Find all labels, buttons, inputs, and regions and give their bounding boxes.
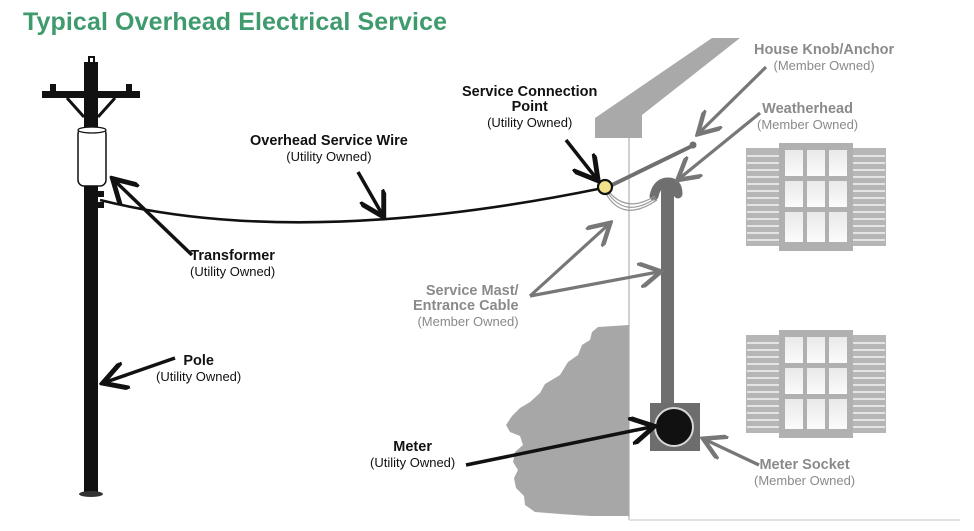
label-house-knob-name: House Knob/Anchor xyxy=(754,42,895,58)
arrow-pole xyxy=(106,356,176,382)
label-weatherhead-name: Weatherhead xyxy=(762,101,853,117)
transformer xyxy=(77,126,107,187)
label-pole-name: Pole xyxy=(183,353,214,369)
label-connection-point-owner: (Utility Owned) xyxy=(487,115,573,130)
arrow-house-knob xyxy=(700,65,768,132)
arrow-connection-point xyxy=(564,138,596,178)
diagram-title: Typical Overhead Electrical Service xyxy=(23,8,448,36)
label-service-mast-line2: Entrance Cable xyxy=(413,298,519,314)
service-mast xyxy=(649,177,683,405)
arrow-meter xyxy=(465,427,651,467)
label-connection-point: Service Connection Point (Utility Owned) xyxy=(462,84,598,131)
window-lower xyxy=(746,330,886,438)
label-service-mast-line1: Service Mast/ xyxy=(425,283,519,299)
label-pole: Pole (Utility Owned) xyxy=(156,353,242,385)
anchor-guy xyxy=(611,144,693,187)
arrow-overhead-wire xyxy=(356,171,382,214)
roof-eave xyxy=(595,38,740,138)
overhead-service-wire xyxy=(99,186,604,224)
service-connection-point xyxy=(596,178,614,196)
label-house-knob-owner: (Member Owned) xyxy=(773,58,875,73)
label-service-mast-owner: (Member Owned) xyxy=(417,314,519,329)
label-weatherhead-owner: (Member Owned) xyxy=(757,117,859,132)
label-connection-point-line2: Point xyxy=(511,99,548,115)
label-transformer-owner: (Utility Owned) xyxy=(190,264,276,279)
window-upper xyxy=(746,143,886,251)
utility-pole xyxy=(42,56,140,497)
house-knob xyxy=(689,141,697,149)
label-house-knob: House Knob/Anchor (Member Owned) xyxy=(754,42,895,74)
label-overhead-wire-name: Overhead Service Wire xyxy=(250,133,408,149)
label-meter: Meter (Utility Owned) xyxy=(370,439,456,471)
label-weatherhead: Weatherhead (Member Owned) xyxy=(757,101,859,133)
arrow-weatherhead xyxy=(680,111,762,178)
label-transformer: Transformer (Utility Owned) xyxy=(190,248,276,280)
label-connection-point-line1: Service Connection xyxy=(462,84,598,100)
label-meter-socket-name: Meter Socket xyxy=(759,457,850,473)
arrow-transformer xyxy=(115,181,194,257)
label-service-mast: Service Mast/ Entrance Cable (Member Own… xyxy=(413,283,519,330)
shrub xyxy=(506,325,629,516)
label-overhead-wire: Overhead Service Wire (Utility Owned) xyxy=(250,133,408,165)
utility-arrows xyxy=(106,138,651,467)
label-meter-owner: (Utility Owned) xyxy=(370,455,456,470)
arrow-mast-upper xyxy=(528,225,608,298)
label-pole-owner: (Utility Owned) xyxy=(156,369,242,384)
arrow-mast-lower xyxy=(529,272,658,298)
label-overhead-wire-owner: (Utility Owned) xyxy=(286,149,372,164)
member-arrows xyxy=(528,65,768,467)
arrow-meter-socket xyxy=(706,440,760,467)
label-meter-socket-owner: (Member Owned) xyxy=(754,473,856,488)
label-transformer-name: Transformer xyxy=(190,248,275,264)
label-meter-name: Meter xyxy=(393,439,432,455)
label-meter-socket: Meter Socket (Member Owned) xyxy=(754,457,856,489)
meter xyxy=(654,407,694,447)
drip-loop xyxy=(604,187,658,211)
